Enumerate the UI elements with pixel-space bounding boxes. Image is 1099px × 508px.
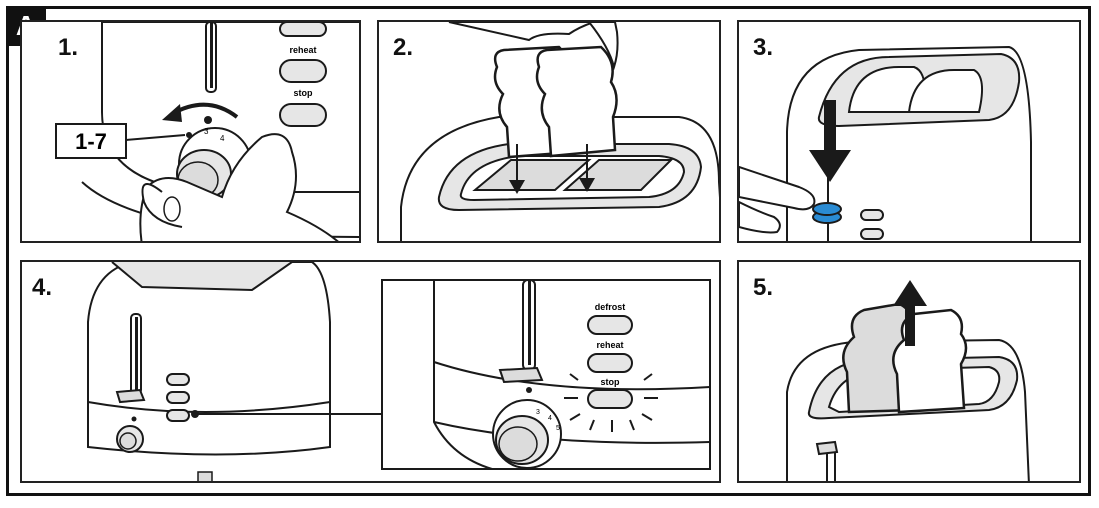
inset-dial-tick-5: 5	[556, 425, 560, 432]
top-button-outline	[279, 22, 327, 37]
step-5-panel: 5.	[737, 260, 1081, 483]
step-3-panel: 3.	[737, 20, 1081, 243]
inset-dial-tick-4: 4	[548, 415, 552, 422]
range-label: 1-7	[75, 129, 107, 154]
reheat-button	[279, 59, 327, 83]
step-2-illustration	[400, 22, 719, 241]
reheat-text: reheat	[289, 45, 316, 55]
stop-text-inset: stop	[601, 377, 621, 387]
step-4-illustration: defrost reheat stop 3 4 5	[87, 262, 711, 481]
reheat-text-inset: reheat	[596, 340, 623, 350]
step-4-panel: defrost reheat stop 3 4 5 4.	[20, 260, 721, 483]
step-5-number: 5.	[751, 274, 776, 302]
stop-glow-rays	[564, 373, 658, 432]
step-4-number: 4.	[30, 274, 55, 302]
step-2-number: 2.	[391, 34, 416, 62]
stop-button	[279, 103, 327, 127]
stop-button-inset	[587, 389, 633, 409]
step-1-number: 1.	[56, 34, 81, 62]
instruction-frame	[6, 6, 1091, 496]
stop-text: stop	[294, 88, 314, 98]
defrost-text: defrost	[595, 302, 626, 312]
side-button-2	[860, 228, 884, 240]
side-button-1	[860, 209, 884, 221]
dial-tick-4: 4	[220, 134, 225, 143]
dial-tick-3: 3	[204, 127, 209, 136]
step-3-number: 3.	[751, 34, 776, 62]
step-1-panel: reheat stop 3 4 1-7 1.	[20, 20, 361, 243]
step-5-illustration	[786, 280, 1030, 481]
inset-dial-tick-3: 3	[536, 409, 540, 416]
step-1-illustration: reheat stop 3 4 1-7	[55, 22, 359, 241]
step-3-illustration	[739, 45, 1032, 241]
step-2-panel: 2.	[377, 20, 721, 243]
defrost-button	[587, 315, 633, 335]
reheat-button-inset	[587, 353, 633, 373]
